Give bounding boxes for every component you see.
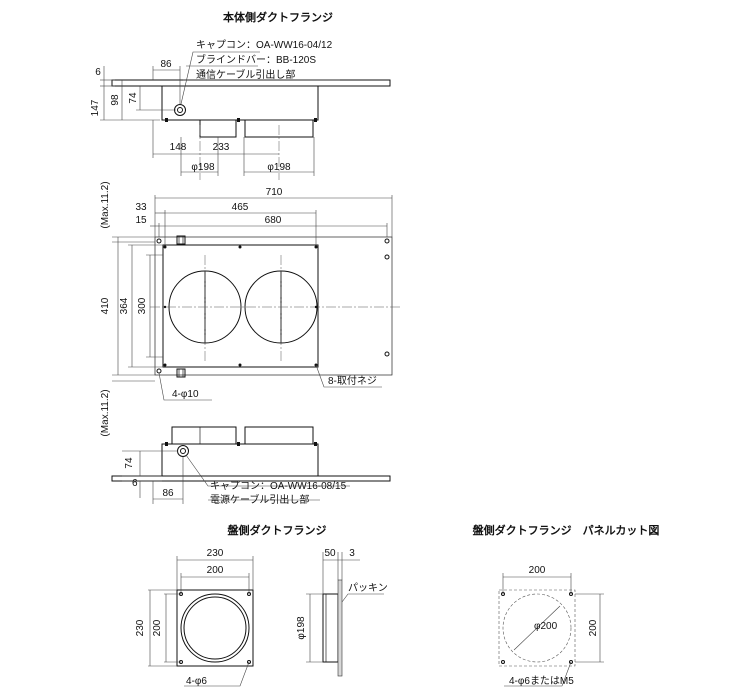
mount-screw (238, 363, 242, 367)
bottom-plate (111, 475, 391, 482)
unit-body-bottom (161, 443, 319, 477)
dim-300: 300 (137, 297, 148, 314)
panel-cut-circle (502, 593, 572, 663)
duct-stub-bottom-right (244, 426, 314, 445)
callout-capcon-top: キャプコン：OA-WW16-04/12 (196, 39, 333, 51)
dim-phi200: φ200 (534, 621, 558, 632)
dim-74-top: 74 (128, 92, 139, 104)
dim-230-width: 230 (207, 548, 224, 559)
dim-max-bottom: (Max.11.2) (100, 389, 111, 436)
board-flange-inner-circle (183, 596, 247, 660)
dim-phi198-side: φ198 (296, 616, 307, 640)
flange-side-body (322, 593, 339, 663)
callout-comm-cable: 通信ケーブル引出し部 (196, 68, 295, 81)
dim-200-width: 200 (207, 565, 224, 576)
corner-hole (384, 351, 390, 357)
bottom-view: 74 6 86 キャプコン：OA-WW16-08/15 電源ケーブル引出し部 (111, 426, 391, 506)
callout-capcon-bottom: キャプコン：OA-WW16-08/15 (210, 480, 347, 492)
dim-200-height: 200 (152, 619, 163, 636)
dim-230-height: 230 (135, 619, 146, 636)
callout-4-phi6-m5: 4-φ6またはM5 (509, 675, 574, 687)
unit-body (161, 85, 319, 121)
callout-packing: パッキン (348, 582, 388, 594)
callout-blind-bar: ブラインドバー：BB-120S (196, 53, 316, 66)
dim-6-bottom: 6 (132, 478, 138, 489)
duct-stub-bottom-left (171, 426, 237, 445)
mount-screw (314, 245, 318, 249)
dim-233: 233 (213, 142, 230, 153)
corner-hole (156, 368, 162, 374)
dim-200-panel-height: 200 (588, 619, 599, 636)
mount-screw (163, 245, 167, 249)
dim-710: 710 (266, 187, 283, 198)
dim-3: 3 (349, 548, 355, 559)
dim-200-panel-width: 200 (529, 565, 546, 576)
connector-bottom (176, 368, 186, 378)
mount-screw (163, 363, 167, 367)
connector-top (176, 235, 186, 245)
front-view: 710 465 33 680 15 (Max.11.2) (Max.11.2) … (100, 181, 400, 437)
dim-max-top: (Max.11.2) (100, 181, 111, 228)
main-title: 本体側ダクトフランジ (223, 10, 333, 24)
dim-phi198-left: φ198 (191, 162, 215, 173)
board-flange-outer-circle (180, 593, 250, 663)
callout-power-cable: 電源ケーブル引出し部 (210, 493, 309, 506)
dim-50: 50 (324, 548, 336, 559)
board-flange-title: 盤側ダクトフランジ (227, 523, 327, 537)
dim-98: 98 (110, 94, 121, 106)
dim-147: 147 (90, 99, 101, 116)
dim-33: 33 (135, 202, 147, 213)
duct-stub-left (199, 119, 237, 138)
corner-hole (384, 238, 390, 244)
front-flange-outer (154, 236, 393, 376)
panel-cut-title: 盤側ダクトフランジ パネルカット図 (472, 523, 660, 537)
dim-6-top: 6 (95, 67, 101, 78)
dim-680: 680 (265, 215, 282, 226)
dim-465: 465 (232, 202, 249, 213)
dim-410: 410 (100, 297, 111, 314)
dim-86-bottom: 86 (162, 488, 174, 499)
dim-86-top: 86 (160, 59, 172, 70)
cable-grommet-bottom (177, 445, 189, 457)
mount-screw (238, 245, 242, 249)
dim-148: 148 (170, 142, 187, 153)
board-flange-front: 230 200 230 200 4-φ6 (135, 548, 254, 687)
dim-phi198-right: φ198 (267, 162, 291, 173)
corner-hole (156, 238, 162, 244)
flange-side-plate (337, 579, 343, 677)
callout-8-mount-screw: 8-取付ネジ (328, 374, 377, 387)
dim-364: 364 (119, 297, 130, 314)
panel-cut-outline (498, 589, 576, 667)
top-view: 6 147 98 74 86 148 233 φ198 φ198 キャプコン：O… (90, 39, 391, 180)
callout-4-phi10: 4-φ10 (172, 389, 199, 400)
board-flange-plate (176, 589, 254, 667)
front-duct-frame (162, 244, 319, 368)
board-flange-side: 50 3 φ198 パッキン (296, 548, 388, 677)
callout-4-phi6: 4-φ6 (186, 676, 207, 687)
dim-74-bottom: 74 (124, 457, 135, 469)
cable-grommet-top (174, 104, 186, 116)
panel-cut-view: φ200 200 200 4-φ6またはM5 (498, 565, 604, 687)
dim-15: 15 (135, 215, 147, 226)
